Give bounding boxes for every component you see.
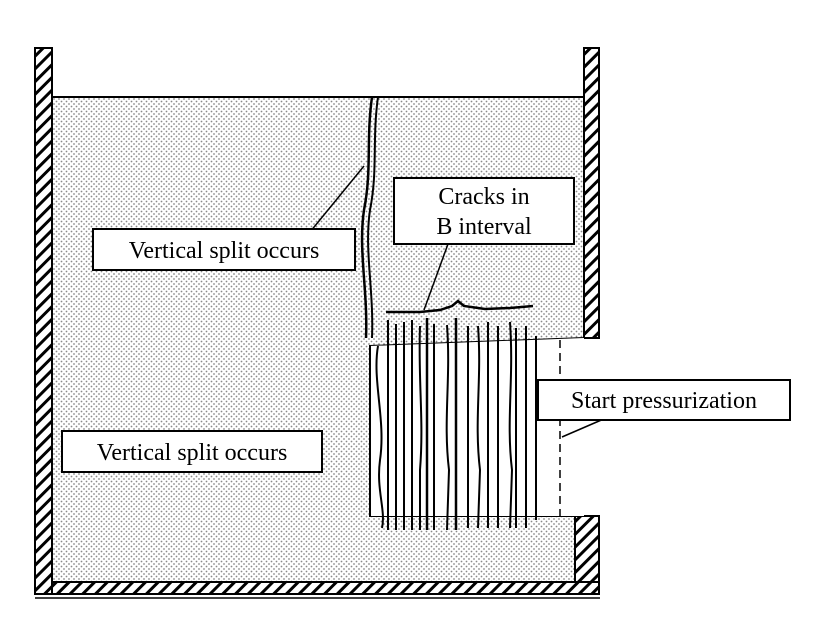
- bottom-wall: [51, 581, 600, 595]
- right-wall-upper: [583, 47, 600, 339]
- label-vertical-split-lower: Vertical split occurs: [97, 440, 288, 466]
- leader-cracks: [423, 243, 449, 311]
- label-box-vertical-split-upper: [92, 228, 356, 271]
- label-cracks-line1: Cracks in: [438, 184, 529, 210]
- label-box-start-pressurization: [537, 379, 791, 421]
- label-vertical-split-upper: Vertical split occurs: [129, 238, 320, 264]
- notch-cracks: [375, 318, 537, 531]
- left-wall: [34, 47, 53, 595]
- b-interval-crack: [386, 299, 534, 314]
- leader-vertical-split: [309, 165, 365, 233]
- label-box-cracks: [393, 177, 575, 245]
- label-cracks-line2: B interval: [436, 214, 532, 240]
- label-box-vertical-split-lower: [61, 430, 323, 473]
- label-start-pressurization: Start pressurization: [571, 388, 757, 414]
- vertical-split-crack: [360, 96, 374, 339]
- leader-pressurization: [561, 417, 607, 438]
